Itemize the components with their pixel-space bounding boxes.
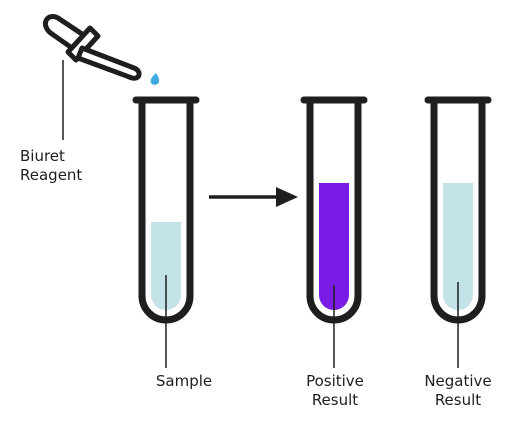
reagent-label-line-2: Reagent: [20, 166, 83, 184]
dropper-icon: [42, 14, 142, 81]
sample-label-text: Sample: [155, 372, 213, 390]
reagent-label: Biuret Reagent: [20, 147, 82, 185]
positive-liquid-top: [319, 183, 349, 203]
sample-test-tube: [132, 96, 200, 324]
sample-liquid-top: [151, 222, 181, 242]
negative-liquid: [443, 183, 473, 310]
positive-label-line-1: Positive: [306, 372, 364, 390]
reagent-label-line-1: Biuret: [20, 147, 65, 165]
negative-result-label: Negative Result: [413, 372, 503, 410]
negative-label-line-2: Result: [434, 391, 482, 409]
sample-liquid: [151, 222, 181, 310]
sample-label: Sample: [139, 372, 229, 391]
arrow-right-icon: [209, 187, 298, 207]
positive-label-line-2: Result: [311, 391, 359, 409]
negative-liquid-top: [443, 183, 473, 203]
negative-label-line-1: Negative: [424, 372, 492, 390]
positive-liquid: [319, 183, 349, 310]
positive-result-label: Positive Result: [290, 372, 380, 410]
droplet-icon: [150, 73, 160, 85]
